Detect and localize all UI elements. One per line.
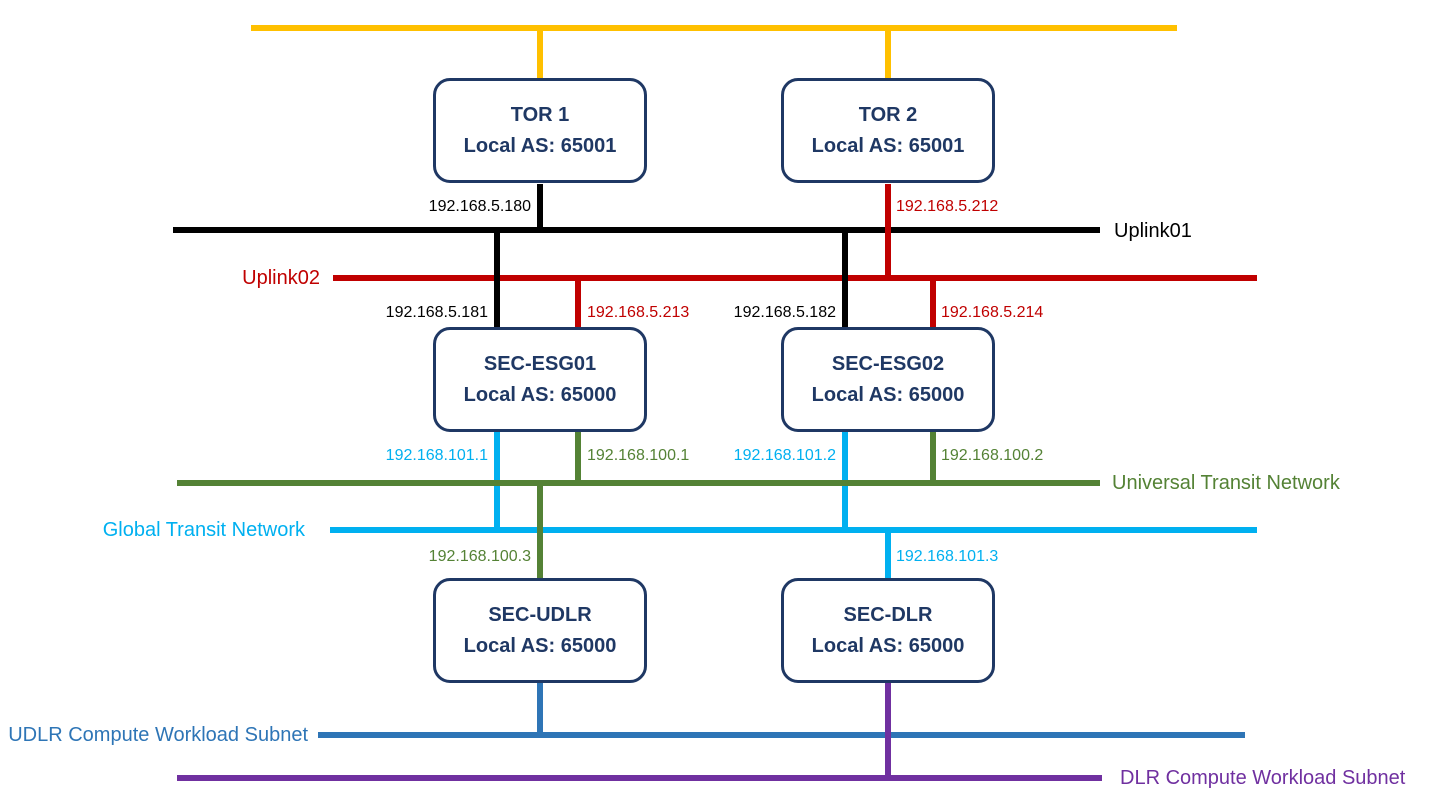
universal-transit-network-label: Universal Transit Network bbox=[1112, 472, 1340, 494]
udlr-subnet-bus-line bbox=[318, 732, 1245, 738]
ip-label-esg01-global-transit: 192.168.101.1 bbox=[385, 447, 488, 464]
top-uplink-bus-line bbox=[251, 25, 1177, 31]
ip-label-esg02-uplink02: 192.168.5.214 bbox=[941, 304, 1044, 321]
ip-label-esg02-global-transit: 192.168.101.2 bbox=[733, 447, 836, 464]
connector-udlr-subnet bbox=[537, 683, 543, 738]
node-tor2-local-as: Local AS: 65001 bbox=[811, 134, 965, 157]
ip-label-esg01-uplink01: 192.168.5.181 bbox=[385, 304, 488, 321]
connector-udlr-universal-transit bbox=[537, 480, 543, 578]
ip-label-esg02-uplink01: 192.168.5.182 bbox=[733, 304, 836, 321]
connector-top-bus-tor1 bbox=[537, 25, 543, 78]
node-sec-esg02-title: SEC-ESG02 bbox=[831, 352, 945, 375]
ip-label-udlr-universal-transit: 192.168.100.3 bbox=[428, 548, 531, 565]
dlr-subnet-bus-line bbox=[177, 775, 1102, 781]
connector-esg01-uplink01 bbox=[494, 227, 500, 327]
uplink01-label: Uplink01 bbox=[1114, 220, 1192, 242]
udlr-compute-workload-subnet-label: UDLR Compute Workload Subnet bbox=[8, 724, 308, 746]
node-sec-udlr: SEC-UDLR Local AS: 65000 bbox=[433, 578, 647, 683]
connector-esg01-universal-transit bbox=[575, 432, 581, 486]
connector-tor2-uplink02 bbox=[885, 184, 891, 281]
ip-label-esg02-universal-transit: 192.168.100.2 bbox=[941, 447, 1044, 464]
dlr-compute-workload-subnet-label: DLR Compute Workload Subnet bbox=[1120, 767, 1406, 789]
node-sec-dlr-title: SEC-DLR bbox=[843, 603, 933, 626]
connector-esg01-uplink02 bbox=[575, 275, 581, 327]
ip-label-tor2-uplink02: 192.168.5.212 bbox=[896, 198, 999, 215]
universal-transit-bus-line bbox=[177, 480, 1100, 486]
uplink02-label: Uplink02 bbox=[242, 267, 320, 289]
node-sec-esg01: SEC-ESG01 Local AS: 65000 bbox=[433, 327, 647, 432]
node-sec-dlr-local-as: Local AS: 65000 bbox=[811, 634, 965, 657]
connector-esg02-universal-transit bbox=[930, 432, 936, 486]
node-tor2-title: TOR 2 bbox=[858, 103, 918, 126]
ip-label-esg01-universal-transit: 192.168.100.1 bbox=[587, 447, 690, 464]
node-sec-esg01-local-as: Local AS: 65000 bbox=[463, 383, 617, 406]
uplink01-bus-line bbox=[173, 227, 1100, 233]
node-sec-udlr-local-as: Local AS: 65000 bbox=[463, 634, 617, 657]
node-sec-esg01-title: SEC-ESG01 bbox=[483, 352, 597, 375]
global-transit-bus-line bbox=[330, 527, 1257, 533]
node-tor1: TOR 1 Local AS: 65001 bbox=[433, 78, 647, 183]
global-transit-network-label: Global Transit Network bbox=[102, 519, 305, 541]
node-tor2: TOR 2 Local AS: 65001 bbox=[781, 78, 995, 183]
node-sec-esg02: SEC-ESG02 Local AS: 65000 bbox=[781, 327, 995, 432]
connector-tor1-uplink01 bbox=[537, 184, 543, 233]
node-tor1-local-as: Local AS: 65001 bbox=[463, 134, 617, 157]
connector-top-bus-tor2 bbox=[885, 25, 891, 78]
connector-esg02-uplink02 bbox=[930, 275, 936, 327]
connector-dlr-subnet bbox=[885, 683, 891, 781]
ip-label-tor1-uplink01: 192.168.5.180 bbox=[428, 198, 531, 215]
node-tor1-title: TOR 1 bbox=[510, 103, 570, 126]
ip-label-dlr-global-transit: 192.168.101.3 bbox=[896, 548, 999, 565]
connector-esg02-uplink01 bbox=[842, 227, 848, 327]
connector-dlr-global-transit bbox=[885, 527, 891, 578]
node-sec-dlr: SEC-DLR Local AS: 65000 bbox=[781, 578, 995, 683]
ip-label-esg01-uplink02: 192.168.5.213 bbox=[587, 304, 690, 321]
node-sec-esg02-local-as: Local AS: 65000 bbox=[811, 383, 965, 406]
uplink02-bus-line bbox=[333, 275, 1257, 281]
node-sec-udlr-title: SEC-UDLR bbox=[488, 603, 592, 626]
